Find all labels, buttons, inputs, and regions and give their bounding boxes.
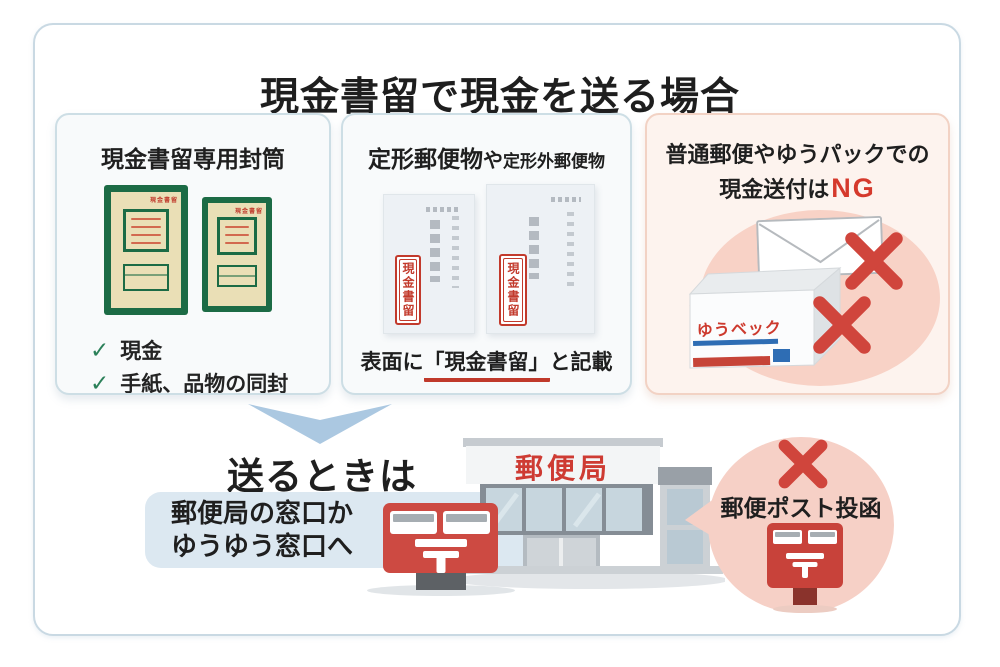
postal-mark-icon [767, 553, 843, 585]
check-icon: ✓ [90, 336, 110, 363]
genkin-kakitome-stamp: 現金書留 [499, 254, 527, 326]
bubble-line1: 郵便局の窓口か [171, 498, 354, 528]
page-title: 現金書留で現金を送る場合 [259, 76, 740, 120]
address-marks [426, 207, 459, 212]
mailbox-pedestal [416, 572, 466, 590]
check-label: 手紙、品物の同封 [120, 373, 289, 395]
envelope-face: 現金書留 [208, 203, 266, 306]
address-marks [567, 212, 574, 288]
caption-quoted: 「現金書留」 [423, 346, 550, 382]
panel-standard-mail: 定形郵便物や定形外郵便物 現金書留 現金書留 表面に「現金書留」と記載 [341, 113, 632, 395]
panel-heading: 定形郵便物や定形外郵便物 [343, 140, 630, 174]
heading-main: 定形郵便物 [368, 146, 483, 172]
mailbox-pedestal [793, 587, 817, 605]
x-icon [775, 436, 831, 492]
panel-caption: 表面に「現金書留」と記載 [343, 346, 630, 382]
post-office-building: 郵便局 [455, 438, 725, 589]
shadow [367, 585, 515, 596]
envelope-face: 現金書留 [111, 192, 181, 308]
mailbox-large [367, 503, 515, 597]
panel-dedicated-envelope: 現金書留専用封筒 現金書留 現金書留 ✓ 現金 [55, 113, 331, 395]
address-box [123, 209, 169, 252]
envelope-stamp-text: 現金書留 [149, 198, 178, 204]
x-icon [842, 229, 906, 293]
cash-envelope-small: 現金書留 [202, 197, 272, 312]
stamp-text: 現金書留 [506, 262, 520, 318]
caption-suffix: と記載 [549, 351, 613, 374]
heading-sub: 定形外郵便物 [503, 152, 605, 171]
mailbox-body [767, 523, 843, 588]
ng-heading-text: 現金送付は [719, 177, 830, 202]
send-heading: 送るときは [227, 456, 417, 497]
panel-heading: 現金書留専用封筒 [101, 146, 285, 172]
down-arrow-icon [248, 404, 392, 444]
lower-box [217, 265, 257, 287]
mail-slot [808, 530, 837, 544]
post-bubble-label: 郵便ポスト投函 [720, 495, 882, 521]
postal-mark-icon [383, 539, 498, 573]
checklist-item: ✓ 現金 [90, 335, 162, 365]
address-box [217, 217, 257, 255]
mail-slot [773, 530, 802, 544]
cash-envelope-large: 現金書留 [104, 185, 188, 315]
mailbox-small [767, 523, 843, 613]
ng-badge: NG [831, 173, 876, 203]
stamp-text: 現金書留 [401, 262, 415, 318]
heading-connector: や [483, 150, 503, 172]
checklist-item: ✓ 手紙、品物の同封 [90, 368, 289, 395]
caption-prefix: 表面に [360, 351, 424, 374]
check-icon: ✓ [90, 369, 110, 395]
lower-box [123, 264, 169, 291]
letter-envelope-large: 現金書留 [486, 184, 595, 334]
check-label: 現金 [120, 340, 163, 363]
address-marks [452, 216, 459, 288]
yu-pack-label: ゆうベック [697, 319, 783, 340]
bubble-line2: ゆうゆう窓口へ [171, 531, 354, 561]
mail-slot [443, 511, 490, 534]
mailbox-body [383, 503, 498, 573]
panel-ng: 普通郵便やゆうパックでの 現金送付はNG ゆうベック [645, 113, 950, 395]
address-marks [430, 220, 440, 282]
x-icon [810, 293, 874, 357]
address-marks [551, 197, 581, 202]
address-marks [529, 217, 539, 279]
envelope-stamp-text: 現金書留 [234, 209, 263, 215]
ng-heading-line2: 現金送付はNG [647, 172, 948, 204]
mail-slot [390, 511, 437, 534]
genkin-kakitome-stamp: 現金書留 [395, 255, 421, 325]
letter-envelope-small: 現金書留 [383, 194, 475, 334]
ng-heading-line1: 普通郵便やゆうパックでの [665, 142, 930, 167]
post-office-sign: 郵便局 [515, 453, 611, 484]
shadow [773, 605, 837, 613]
